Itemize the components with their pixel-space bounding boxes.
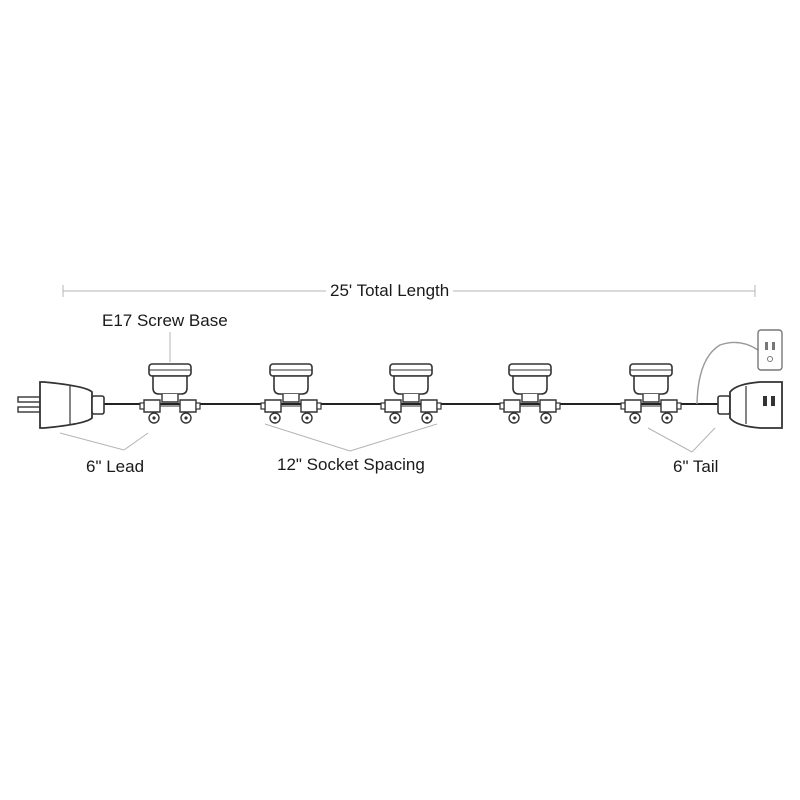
leader-lines — [59, 332, 716, 453]
socket-1 — [139, 363, 201, 424]
socket-4 — [499, 363, 561, 424]
socket-3 — [380, 363, 442, 424]
tail-label: 6" Tail — [673, 457, 719, 476]
wall-plug-icon — [696, 329, 783, 405]
base-type-label: E17 Screw Base — [102, 311, 228, 330]
socket-2 — [260, 363, 322, 424]
male-plug-icon — [17, 381, 105, 429]
socket-5 — [620, 363, 682, 424]
female-connector-icon — [717, 381, 783, 429]
lead-label: 6" Lead — [86, 457, 145, 476]
total-length-label: 25' Total Length — [326, 281, 454, 301]
socket-spacing-label: 12" Socket Spacing — [277, 455, 425, 474]
